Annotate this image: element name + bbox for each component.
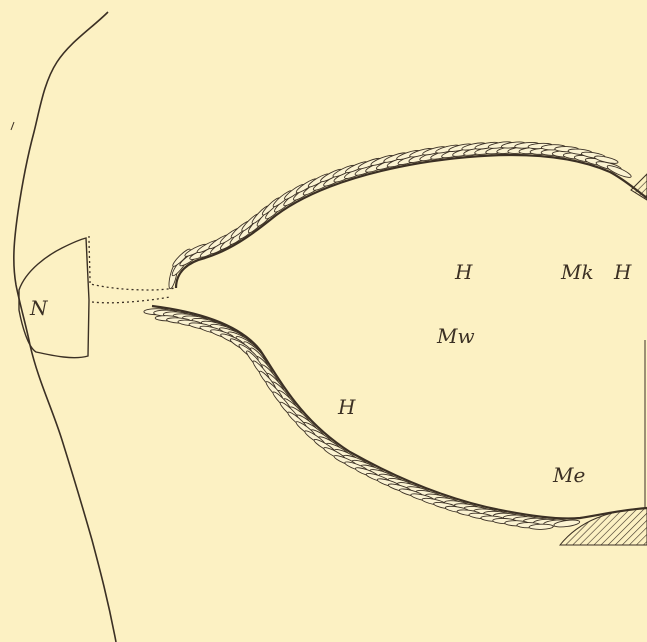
- label-h-right: H: [614, 262, 631, 282]
- label-mw: Mw: [437, 326, 475, 346]
- outer-contour-line: [14, 12, 116, 642]
- membrane-scale: [529, 524, 553, 530]
- label-h-bottom: H: [338, 397, 355, 417]
- label-me: Me: [553, 465, 585, 485]
- label-mk: Mk: [561, 262, 594, 282]
- dotted-duct-lower: [92, 297, 170, 303]
- dotted-duct-upper: [89, 236, 176, 290]
- contour-tick: [11, 122, 14, 130]
- label-h-top: H: [455, 262, 472, 282]
- label-n: N: [30, 298, 48, 318]
